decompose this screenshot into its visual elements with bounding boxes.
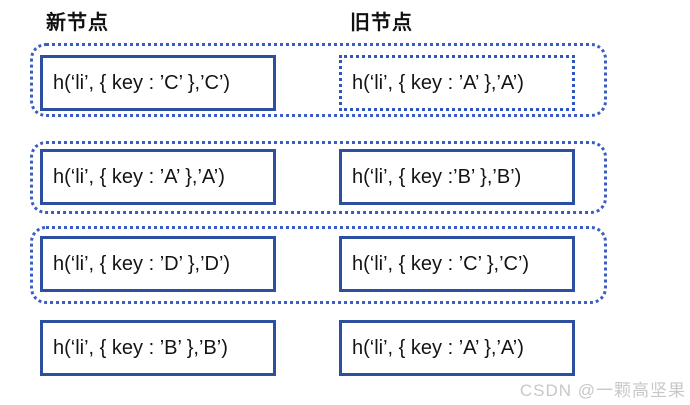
old-node-box-row2: h(‘li’, { key :’B’ },’B’) xyxy=(339,149,575,205)
csdn-watermark: CSDN @一颗高坚果 xyxy=(519,381,686,400)
compare-group-row1 xyxy=(30,43,607,117)
compare-group-row3 xyxy=(30,226,607,304)
old-node-box-row4: h(‘li’, { key : ’A’ },’A’) xyxy=(339,320,575,376)
new-node-box-row3: h(‘li’, { key : ’D’ },’D’) xyxy=(40,236,276,292)
old-node-box-row3: h(‘li’, { key : ’C’ },’C’) xyxy=(339,236,575,292)
new-nodes-column-header: 新节点 xyxy=(46,12,109,34)
compare-group-row2 xyxy=(30,141,607,214)
old-node-box-row1: h(‘li’, { key : ’A’ },’A’) xyxy=(339,55,575,111)
new-node-box-row2: h(‘li’, { key : ’A’ },’A’) xyxy=(40,149,276,205)
new-node-box-row4: h(‘li’, { key : ’B’ },’B’) xyxy=(40,320,276,376)
new-node-box-row1: h(‘li’, { key : ’C’ },’C’) xyxy=(40,55,276,111)
old-nodes-column-header: 旧节点 xyxy=(350,12,413,34)
